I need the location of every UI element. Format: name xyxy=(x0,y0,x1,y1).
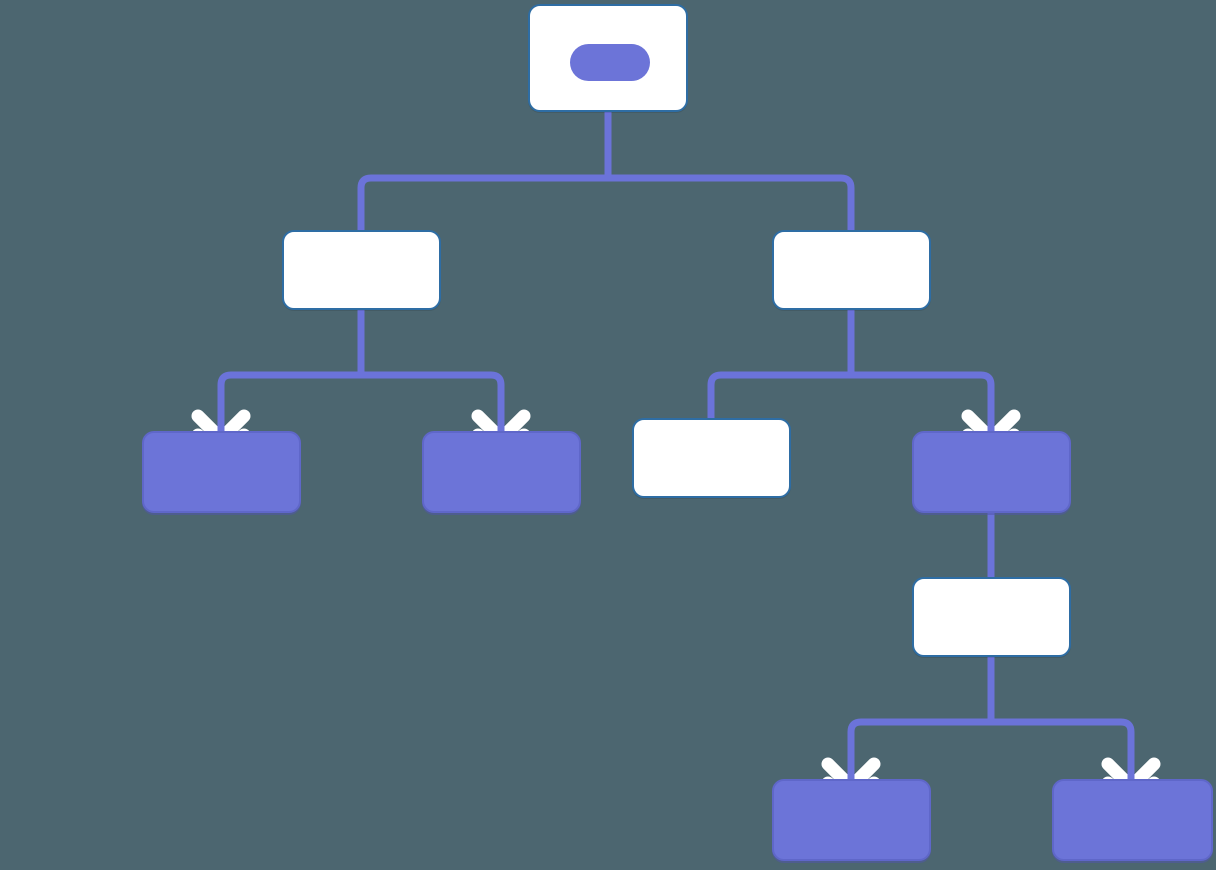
node-n-r1-a[interactable] xyxy=(632,418,791,498)
edge-r1-to-b xyxy=(851,371,995,434)
root-node-pill xyxy=(570,44,650,81)
edge-root-to-l1 xyxy=(357,112,612,230)
node-n-r2[interactable] xyxy=(912,577,1071,657)
edge-r1-to-a xyxy=(707,371,851,418)
node-n-r1[interactable] xyxy=(772,230,931,310)
node-n-l1-b[interactable] xyxy=(422,431,581,513)
node-n-root[interactable] xyxy=(528,4,688,112)
node-n-r1-b[interactable] xyxy=(912,431,1071,513)
node-n-r3-b[interactable] xyxy=(1052,779,1213,861)
node-n-l1[interactable] xyxy=(282,230,441,310)
edge-root-to-r1 xyxy=(608,174,855,230)
edge-l1-to-a xyxy=(217,371,361,434)
edge-r2-to-b xyxy=(991,718,1135,782)
edge-r2-to-a xyxy=(847,718,991,782)
node-n-l1-a[interactable] xyxy=(142,431,301,513)
node-n-r3-a[interactable] xyxy=(772,779,931,861)
edge-l1-to-b xyxy=(361,371,505,434)
